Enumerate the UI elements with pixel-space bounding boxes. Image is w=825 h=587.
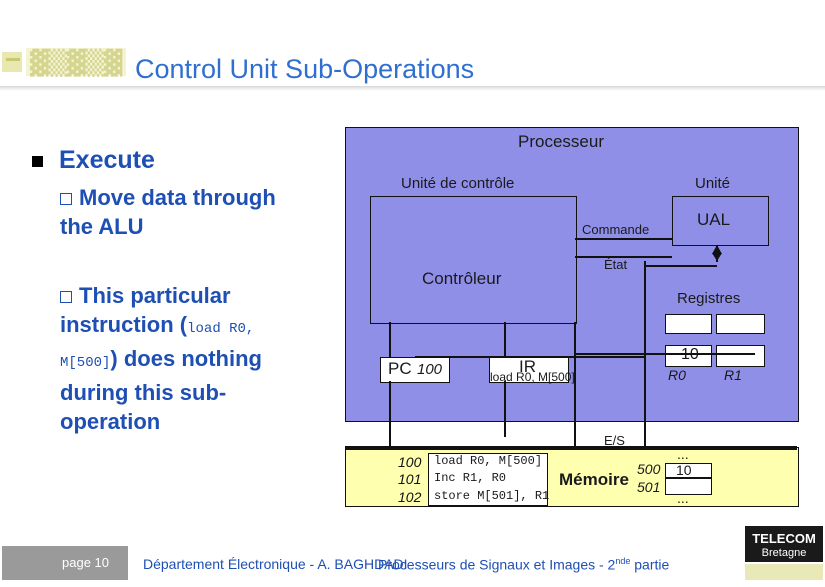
page-number: page 10 [62,555,109,570]
bullet-particular-text-a: This particular instruction ( [60,283,231,337]
bullet-square-icon [32,155,43,167]
controller-label: Contrôleur [422,269,502,288]
memory-addr: 100 [398,454,422,470]
data-ellipsis: ... [677,490,689,506]
alu-label: UAL [697,210,731,229]
register-r0-label: R0 [668,367,686,383]
logo-text-bretagne: Bretagne [762,547,807,559]
page-number-box: page 10 [2,546,128,580]
registers-label: Registres [677,290,741,307]
bullet-particular-code: load R0, M[500] [60,321,255,371]
data-memory-block [665,463,712,495]
bullet-particular-text-b: ) does nothing during this sub-operation [60,346,262,434]
svg-text:▓▒▓▒▓: ▓▒▓▒▓ [30,48,123,77]
register-r1-label: R1 [724,367,742,383]
memory-addr: 101 [398,471,422,487]
footer [0,548,825,586]
telecom-bretagne-logo: TELECOM Bretagne [745,526,823,580]
logo-text-telecom: TELECOM [752,531,816,546]
memory-instruction: store M[501], R1 [434,489,550,503]
footer-course-b: partie [630,556,670,573]
footer-course-sup: nde [615,556,631,566]
command-line [575,238,672,240]
command-label: Commande [582,222,650,237]
ir-box [489,357,569,383]
data-addr: 501 [637,479,661,495]
data-row-divider [665,477,712,479]
control-unit-label: Unité de contrôle [401,175,515,192]
diagram-wires [389,245,755,457]
data-value: 10 [676,462,692,478]
register-r0-box [665,345,712,367]
bullet-move-data: Move data through the ALU [60,183,310,241]
register-box [665,314,712,334]
pc-value: 100 [417,361,443,378]
state-label: État [604,257,628,272]
data-addr: 500 [637,461,661,477]
register-box [716,314,765,334]
footer-department: Département Électronique - A. BAGHDADI [143,556,408,572]
bullet-execute-text: Execute [59,146,155,174]
memory-label: Mémoire [559,470,629,489]
io-bus [345,446,797,450]
processor-label: Processeur [518,132,604,151]
ir-label: IR [519,357,536,376]
hollow-bullet-icon [60,193,72,206]
pc-label: PC [388,359,412,378]
hollow-bullet-icon [60,291,72,304]
alu-box [672,196,769,246]
program-memory-block [428,453,548,506]
bullet-particular: This particular instruction (load R0, M[… [60,281,320,436]
io-label: E/S [604,433,625,448]
memory-instruction: Inc R1, R0 [434,471,507,485]
bullet-move-data-text: Move data through the ALU [60,185,276,239]
memory-instruction: load R0, M[500] [434,454,543,468]
ir-value: load R0, M[500] [490,370,575,384]
memory-addr: 102 [398,489,422,505]
data-ellipsis: ... [677,446,689,462]
footer-course: Processeurs de Signaux et Images - 2nde … [378,556,669,573]
title-divider [0,86,825,91]
controller-box [370,196,577,324]
alu-unit-label: Unité [695,175,731,192]
page-title: Control Unit Sub-Operations [135,54,475,84]
logo-mark-icon: ▓▒▓▒▓ [2,48,126,77]
state-line [575,256,672,258]
register-r1-box [716,345,765,367]
bullet-execute: Execute [32,146,155,175]
footer-course-a: Processeurs de Signaux et Images - 2 [378,556,616,573]
